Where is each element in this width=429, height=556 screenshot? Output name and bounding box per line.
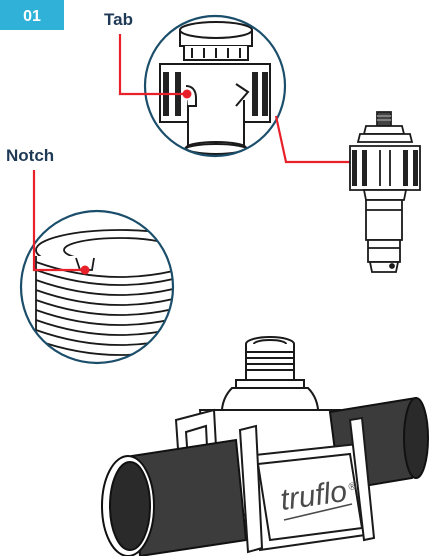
tab-detail-view (143, 14, 287, 158)
tee-fitting (101, 336, 429, 556)
notch-callout-line (32, 170, 90, 275)
notch-detail-circle (19, 209, 175, 365)
sensor-insert (349, 111, 421, 273)
registered-mark: ® (348, 481, 357, 493)
step-number: 01 (23, 8, 41, 25)
tab-detail-circle (143, 14, 287, 158)
tab-callout-line (118, 34, 192, 99)
truflo-logo: truflo ® (278, 475, 357, 521)
tab-callout-label: Tab (104, 10, 133, 29)
notch-callout-label: Notch (6, 146, 55, 165)
notch-detail-view (19, 209, 175, 365)
detail-connector-line (274, 115, 359, 175)
step-number-badge: 01 (0, 0, 64, 30)
